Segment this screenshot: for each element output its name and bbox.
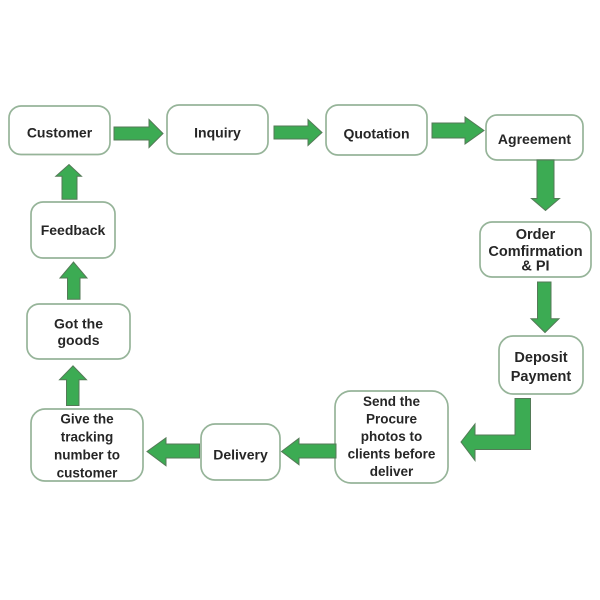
- svg-text:Comfirmation: Comfirmation: [488, 244, 582, 260]
- svg-text:Got the: Got the: [54, 315, 103, 331]
- svg-text:Quotation: Quotation: [343, 126, 409, 142]
- svg-text:Customer: Customer: [27, 125, 93, 141]
- svg-text:Inquiry: Inquiry: [194, 125, 241, 141]
- svg-text:Payment: Payment: [511, 369, 572, 385]
- svg-text:Delivery: Delivery: [213, 447, 268, 463]
- svg-text:Feedback: Feedback: [41, 222, 106, 238]
- svg-text:goods: goods: [58, 332, 100, 348]
- svg-text:number to: number to: [54, 448, 120, 463]
- svg-text:Deposit: Deposit: [514, 350, 567, 366]
- svg-text:& PI: & PI: [521, 259, 549, 275]
- svg-text:tracking: tracking: [61, 430, 114, 445]
- svg-text:Procure: Procure: [366, 412, 418, 427]
- svg-text:Give the: Give the: [60, 411, 114, 426]
- svg-text:deliver: deliver: [370, 464, 414, 479]
- svg-text:Agreement: Agreement: [498, 131, 571, 147]
- svg-text:Order: Order: [516, 227, 556, 243]
- svg-text:clients before: clients before: [348, 447, 436, 462]
- svg-text:customer: customer: [57, 466, 119, 481]
- svg-text:photos to: photos to: [361, 429, 422, 444]
- svg-text:Send the: Send the: [363, 394, 420, 409]
